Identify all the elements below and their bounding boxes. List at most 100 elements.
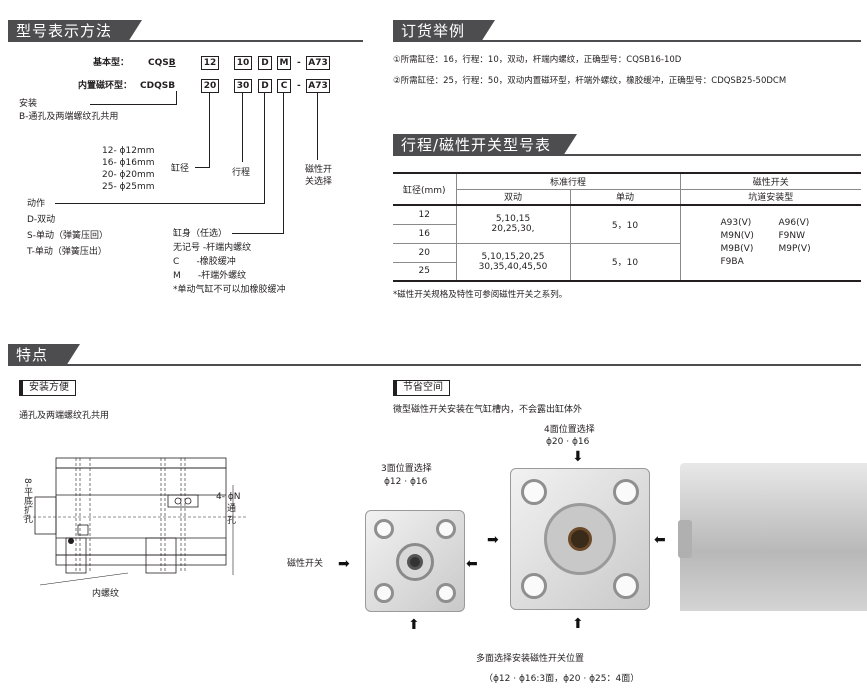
bore-cell: 25 [393,261,457,282]
body-option: C -橡胶缓冲 [173,257,236,267]
single-stroke-cell: 5，10 [569,204,681,244]
action-box: D [258,79,272,93]
bore-cell: 16 [393,223,457,244]
dash: - [297,58,301,68]
divider [563,154,861,156]
switch-model: M9P(V) [778,244,811,254]
through-hole-label: 通 [227,504,237,514]
body-option: 无记号 -杆端内螺纹 [173,243,252,253]
arrow-left-icon: ⬅ [466,556,478,572]
table-note: *磁性开关规格及特性可参阅磁性开关之系列。 [393,290,568,300]
switch-model: F9NW [778,231,806,241]
switch-model: F9BA [720,257,744,267]
section-switch-title: 行程/磁性开关型号表 [393,134,577,156]
header-double: 双动 [455,188,571,206]
rod-bore [544,503,616,575]
stroke-box: 30 [234,79,252,93]
cylinder-rod-end [678,520,692,558]
through-hole-label: 4- ϕN [216,492,241,502]
leader-line [195,167,210,168]
switch-box: A73 [306,56,330,70]
divider [66,364,861,366]
leader-line [55,203,265,204]
leader-line [317,92,318,160]
bore-box: 12 [201,56,219,70]
double-stroke-cell: 5,10,15,20,25 30,35,40,45,50 [455,242,571,282]
three-face-label: 3面位置选择 [381,464,432,474]
arrow-left-icon: ⬅ [654,532,666,548]
arrow-right-icon: ➡ [487,532,499,548]
arrow-up-icon: ⬆ [572,616,584,632]
prefix-text: CDQS [140,81,169,91]
stroke-line: 5,10,15,20,25 [481,251,545,262]
magnet-type-label: 内置磁环型： [78,81,133,91]
mount-hole [436,519,456,539]
single-stroke-cell: 5，10 [569,242,681,282]
action-option: S-单动（弹簧压回） [27,231,108,241]
option-box: M [277,56,291,70]
mount-hole [374,519,394,539]
body-option-title: 缸身（任选） [173,229,228,239]
section-features-title: 特点 [8,344,80,366]
leader-line [242,92,243,162]
basic-type-label: 基本型： [93,58,130,68]
magnet-type-prefix: CDQSB [140,80,175,92]
rod [568,527,592,551]
bore-option: 16- ϕ16mm [102,158,155,168]
header-groove: 坑道安装型 [679,188,861,206]
mount-title: 安装 [19,99,38,109]
switch-select-label: 关选择 [305,177,333,187]
four-face-label: 4面位置选择 [544,425,595,435]
section-model-title: 型号表示方法 [8,20,142,42]
four-face-size: ϕ20 · ϕ16 [546,437,590,447]
leader-line [176,91,177,105]
arrow-down-icon: ⬇ [572,449,584,465]
stroke-switch-table: 缸径(mm) 标准行程 磁性开关 双动 单动 坑道安装型 12 5,10,15 … [393,172,861,282]
dash: - [297,81,301,91]
stroke-box: 10 [234,56,252,70]
section-switch-header: 行程/磁性开关型号表 [393,134,861,156]
section-features-header: 特点 [8,344,861,366]
header-bore: 缸径(mm) [393,172,457,206]
action-box: D [258,56,272,70]
small-cylinder-plate [365,510,465,612]
feature-space-desc: 微型磁性开关安装在气缸槽内，不会露出缸体外 [393,405,583,415]
bore-box: 20 [201,79,219,93]
mount-code: B [168,58,176,68]
stroke-line: 30,35,40,45,50 [478,261,548,272]
action-option: D-双动 [27,215,56,225]
header-switch: 磁性开关 [679,172,861,190]
bore-option: 12- ϕ12mm [102,146,155,156]
prefix-text: CQS [148,58,169,68]
mount-code: B [168,81,176,91]
switch-model: A96(V) [778,218,810,228]
mount-hole [374,583,394,603]
body-option-note: *单动气缸不可以加橡胶缓冲 [173,285,286,295]
mount-hole [521,479,547,505]
large-cylinder-plate [510,468,650,610]
arrow-up-icon: ⬆ [408,617,420,633]
leader-line [90,104,177,105]
leader-line [209,92,210,168]
action-title: 动作 [27,199,46,209]
cylinder-side-view [680,463,867,611]
multi-face-note: 多面选择安装磁性开关位置 [476,654,585,664]
order-example-1: ①所需缸径：16，行程：10，双动，杆端内螺纹，正确型号：CQSB16-10D [393,55,682,65]
cylinder-section-drawing [18,455,258,600]
stroke-line: 20,25,30, [491,224,535,235]
section-order-header: 订货举例 [393,20,861,42]
section-model-header: 型号表示方法 [8,20,363,42]
mount-hole [613,479,639,505]
inner-thread-label: 内螺纹 [92,589,120,599]
bore-cell: 20 [393,242,457,263]
arrow-right-icon: ➡ [338,556,350,572]
order-example-2: ②所需缸径：25，行程：50，双动内置磁环型，杆端外螺纹，橡胶缓冲，正确型号：C… [393,76,787,86]
bore-cell: 12 [393,204,457,225]
feature-tab-install: 安装方便 [19,380,76,396]
action-option: T-单动（弹簧压出） [27,247,107,257]
stroke-line: 5,10,15 [495,214,531,225]
mount-desc: B-通孔及两端螺纹孔共用 [19,112,119,122]
mount-hole [613,573,639,599]
switch-box: A73 [306,79,330,93]
leader-line [232,233,284,234]
